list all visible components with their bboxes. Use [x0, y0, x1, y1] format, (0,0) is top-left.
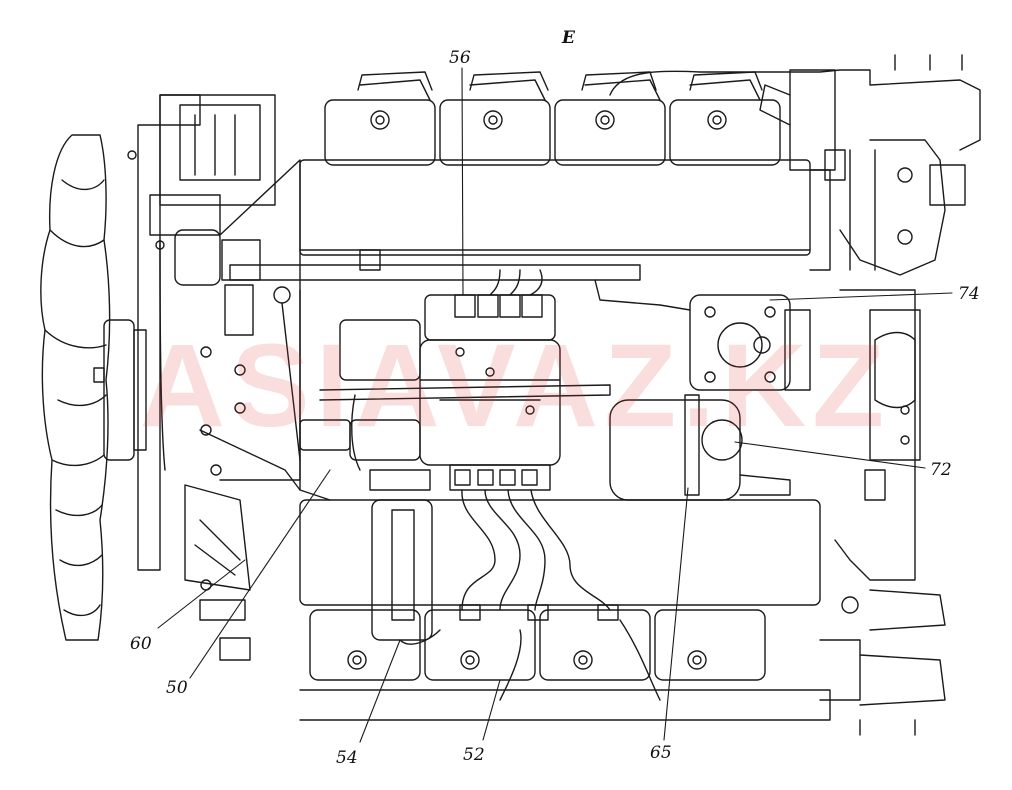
top-cylinder-heads — [324, 71, 781, 166]
turbocharger — [609, 54, 981, 276]
flywheel-housing — [834, 289, 921, 581]
leader-74 — [769, 292, 953, 301]
callout-50: 50 — [166, 678, 188, 698]
callout-56: 56 — [449, 48, 471, 68]
intake-manifold — [229, 159, 811, 281]
lower-cylinder-heads — [299, 499, 946, 736]
leader-72 — [734, 441, 926, 469]
leader-56 — [461, 67, 464, 296]
leader-60 — [157, 559, 246, 629]
leader-52 — [482, 679, 501, 741]
callout-65: 65 — [650, 743, 672, 763]
filter-housing — [594, 279, 811, 501]
callout-60: 60 — [130, 634, 152, 654]
callout-74: 74 — [958, 284, 980, 304]
leader-54 — [359, 639, 401, 743]
fuel-filter-area — [199, 286, 611, 641]
callout-52: 52 — [463, 745, 485, 765]
fuel-injection-pump — [419, 269, 561, 491]
injection-lines — [399, 489, 661, 701]
front-cover — [127, 94, 301, 661]
callout-54: 54 — [336, 748, 358, 768]
leader-lines — [157, 67, 953, 743]
callout-72: 72 — [930, 460, 952, 480]
leader-65 — [663, 487, 689, 741]
view-label: E — [562, 28, 575, 48]
leader-50 — [189, 469, 331, 679]
fan — [40, 134, 147, 641]
